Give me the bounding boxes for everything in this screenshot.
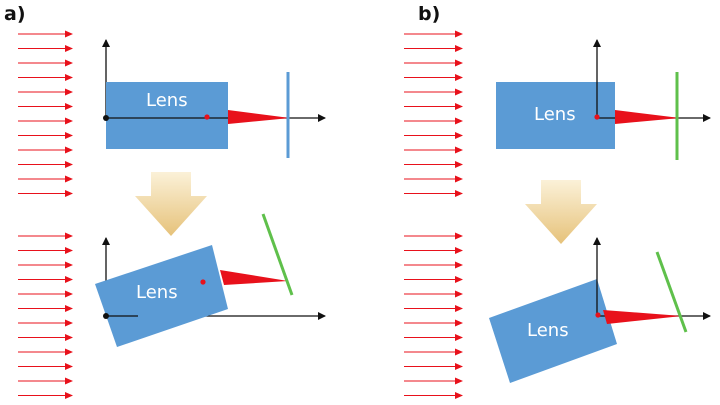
incident-rays-a-bottom <box>18 232 73 399</box>
incident-rays-a-top <box>18 30 73 197</box>
focus-spot <box>595 312 601 318</box>
incident-rays-b-bottom <box>404 232 463 399</box>
focused-beam <box>603 310 682 324</box>
panel-b: b) Lens Lens <box>404 3 711 399</box>
subfigure-a-bottom: Lens <box>95 213 326 347</box>
panel-b-label: b) <box>418 3 440 25</box>
focused-beam <box>228 110 290 124</box>
incident-rays-b-top <box>404 30 463 197</box>
focus-spot <box>204 114 210 120</box>
lens-label: Lens <box>534 104 576 125</box>
lens-label: Lens <box>527 320 569 341</box>
lens-body <box>489 279 617 383</box>
focus-spot <box>200 279 206 285</box>
detector-plane <box>261 213 294 296</box>
focused-beam <box>220 270 288 285</box>
panel-a: a) Lens Lens <box>4 3 326 399</box>
subfigure-a-top: Lens <box>102 39 326 158</box>
focused-beam <box>615 110 680 124</box>
origin-dot <box>103 115 109 121</box>
subfigure-b-bottom: Lens <box>489 237 711 383</box>
panel-a-label: a) <box>4 3 26 25</box>
focus-spot <box>594 114 600 120</box>
origin-dot <box>103 313 109 319</box>
lens-body <box>95 245 228 347</box>
arrow-down-icon <box>135 172 207 236</box>
subfigure-b-top: Lens <box>496 39 711 160</box>
lens-label: Lens <box>136 282 178 303</box>
arrow-down-icon <box>525 180 597 244</box>
detector-plane <box>655 251 688 333</box>
lens-label: Lens <box>146 90 188 111</box>
